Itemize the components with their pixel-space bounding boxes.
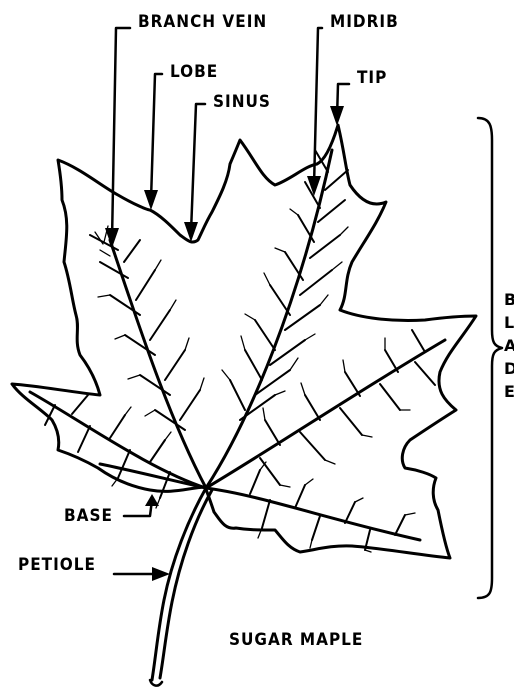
label-branch-vein: BRANCH VEIN xyxy=(138,14,267,31)
lobe-pointer xyxy=(151,74,162,200)
arrowheads xyxy=(105,106,344,581)
label-tip: TIP xyxy=(357,70,387,87)
blade-letter: A xyxy=(504,338,514,354)
label-midrib: MIDRIB xyxy=(330,14,399,31)
branch-vein-pointer xyxy=(112,28,130,240)
branch-veins xyxy=(45,150,435,550)
blade-letter: D xyxy=(504,361,514,377)
base-arrowhead xyxy=(145,494,159,506)
tip-arrowhead xyxy=(330,106,344,126)
blade-letter: B xyxy=(504,292,514,308)
label-petiole: PETIOLE xyxy=(18,557,96,574)
blade-bracket xyxy=(478,118,502,598)
lobe-arrowhead xyxy=(144,190,158,210)
label-lobe: LOBE xyxy=(170,64,218,81)
petiole-arrowhead xyxy=(152,567,170,581)
veinlets xyxy=(95,209,415,552)
midrib-arrowhead xyxy=(307,176,321,196)
leaf-outline xyxy=(12,125,476,558)
blade-letter: E xyxy=(504,384,514,400)
label-base: BASE xyxy=(64,508,113,525)
blade-letter: L xyxy=(504,315,514,331)
caption-sugar-maple: SUGAR MAPLE xyxy=(229,632,363,649)
label-sinus: SINUS xyxy=(213,94,271,111)
sinus-pointer xyxy=(191,104,205,232)
